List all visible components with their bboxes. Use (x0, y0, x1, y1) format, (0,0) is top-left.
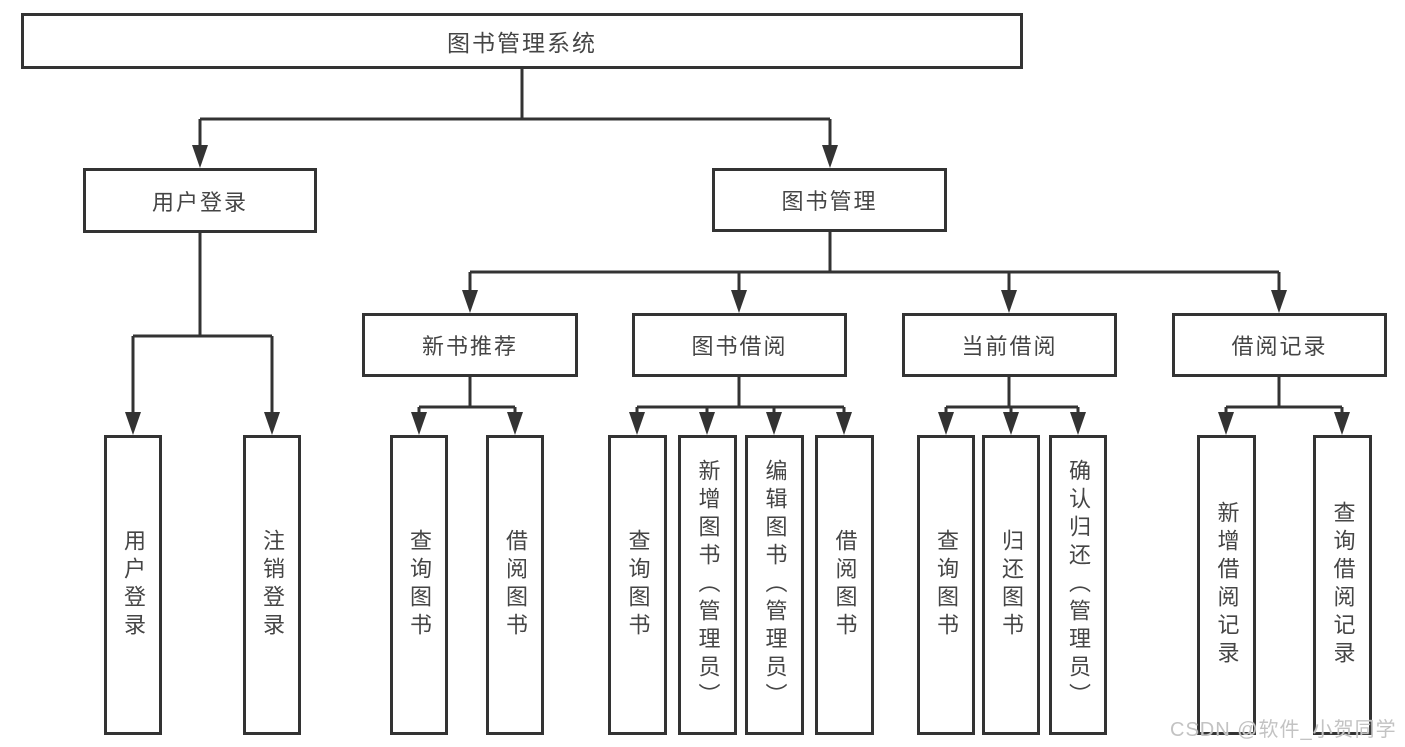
arrowhead-icon (264, 412, 280, 435)
leaf-edit-books-admin: 编辑图书（管理员） (745, 435, 804, 735)
arrowhead-icon (822, 145, 838, 168)
node-new-book-recommendation-label: 新书推荐 (421, 334, 518, 359)
leaf-confirm-return-admin-label: 确认归还（管理员） (1066, 459, 1091, 711)
leaf-query-borrow-record-label: 查询借阅记录 (1330, 501, 1356, 669)
leaf-query-borrow-record: 查询借阅记录 (1313, 435, 1372, 735)
arrowhead-icon (938, 412, 954, 435)
arrowhead-icon (836, 412, 852, 435)
arrowhead-icon (629, 412, 645, 435)
node-borrowing-records-label: 借阅记录 (1231, 334, 1328, 359)
arrowhead-icon (507, 412, 523, 435)
leaf-logout-label: 注销登录 (260, 529, 285, 641)
arrowhead-icon (1003, 412, 1019, 435)
arrowhead-icon (411, 412, 427, 435)
arrowhead-icon (192, 145, 208, 168)
leaf-return-books-label: 归还图书 (999, 529, 1024, 641)
node-book-borrowing-label: 图书借阅 (691, 334, 788, 359)
arrowhead-icon (1334, 412, 1350, 435)
node-book-management-system-label: 图书管理系统 (447, 30, 597, 56)
arrowhead-icon (125, 412, 141, 435)
leaf-add-books-admin: 新增图书（管理员） (678, 435, 737, 735)
leaf-query-books-recommend: 查询图书 (390, 435, 448, 735)
leaf-edit-books-admin-label: 编辑图书（管理员） (762, 459, 788, 711)
leaf-confirm-return-admin: 确认归还（管理员） (1049, 435, 1107, 735)
node-book-management-system: 图书管理系统 (21, 13, 1023, 69)
arrowhead-icon (462, 290, 478, 313)
leaf-query-books-borrowing-label: 查询图书 (625, 529, 651, 641)
node-book-management: 图书管理 (712, 168, 947, 232)
leaf-add-borrow-record-label: 新增借阅记录 (1214, 501, 1240, 669)
arrowhead-icon (731, 290, 747, 313)
connector-path (1224, 377, 1344, 431)
leaf-logout: 注销登录 (243, 435, 301, 735)
connector-path (635, 377, 846, 431)
node-current-borrowing: 当前借阅 (902, 313, 1117, 377)
connector-path (198, 69, 832, 164)
leaf-return-books: 归还图书 (982, 435, 1040, 735)
leaf-borrow-books-borrowing: 借阅图书 (815, 435, 874, 735)
arrowhead-icon (699, 412, 715, 435)
node-book-borrowing: 图书借阅 (632, 313, 847, 377)
node-user-login: 用户登录 (83, 168, 317, 233)
leaf-user-login-label: 用户登录 (121, 529, 146, 641)
leaf-add-books-admin-label: 新增图书（管理员） (695, 459, 721, 711)
node-book-management-label: 图书管理 (781, 189, 878, 214)
node-new-book-recommendation: 新书推荐 (362, 313, 578, 377)
connector-path (468, 232, 1281, 309)
leaf-borrow-books-recommend: 借阅图书 (486, 435, 544, 735)
arrowhead-icon (1218, 412, 1234, 435)
leaf-add-borrow-record: 新增借阅记录 (1197, 435, 1256, 735)
arrowhead-icon (1001, 290, 1017, 313)
node-user-login-label: 用户登录 (151, 189, 248, 215)
node-borrowing-records: 借阅记录 (1172, 313, 1387, 377)
leaf-user-login: 用户登录 (104, 435, 162, 735)
leaf-borrow-books-recommend-label: 借阅图书 (503, 529, 528, 641)
arrowhead-icon (1271, 290, 1287, 313)
arrowhead-icon (1070, 412, 1086, 435)
watermark: CSDN @软件_小贺同学 (1170, 719, 1397, 741)
leaf-query-books-borrowing: 查询图书 (608, 435, 667, 735)
connector-path (131, 233, 274, 431)
arrowhead-icon (766, 412, 782, 435)
leaf-query-books-recommend-label: 查询图书 (407, 529, 432, 641)
leaf-query-books-current: 查询图书 (917, 435, 975, 735)
leaf-borrow-books-borrowing-label: 借阅图书 (832, 529, 858, 641)
node-current-borrowing-label: 当前借阅 (961, 334, 1058, 359)
leaf-query-books-current-label: 查询图书 (934, 529, 959, 641)
connector-path (417, 377, 517, 431)
